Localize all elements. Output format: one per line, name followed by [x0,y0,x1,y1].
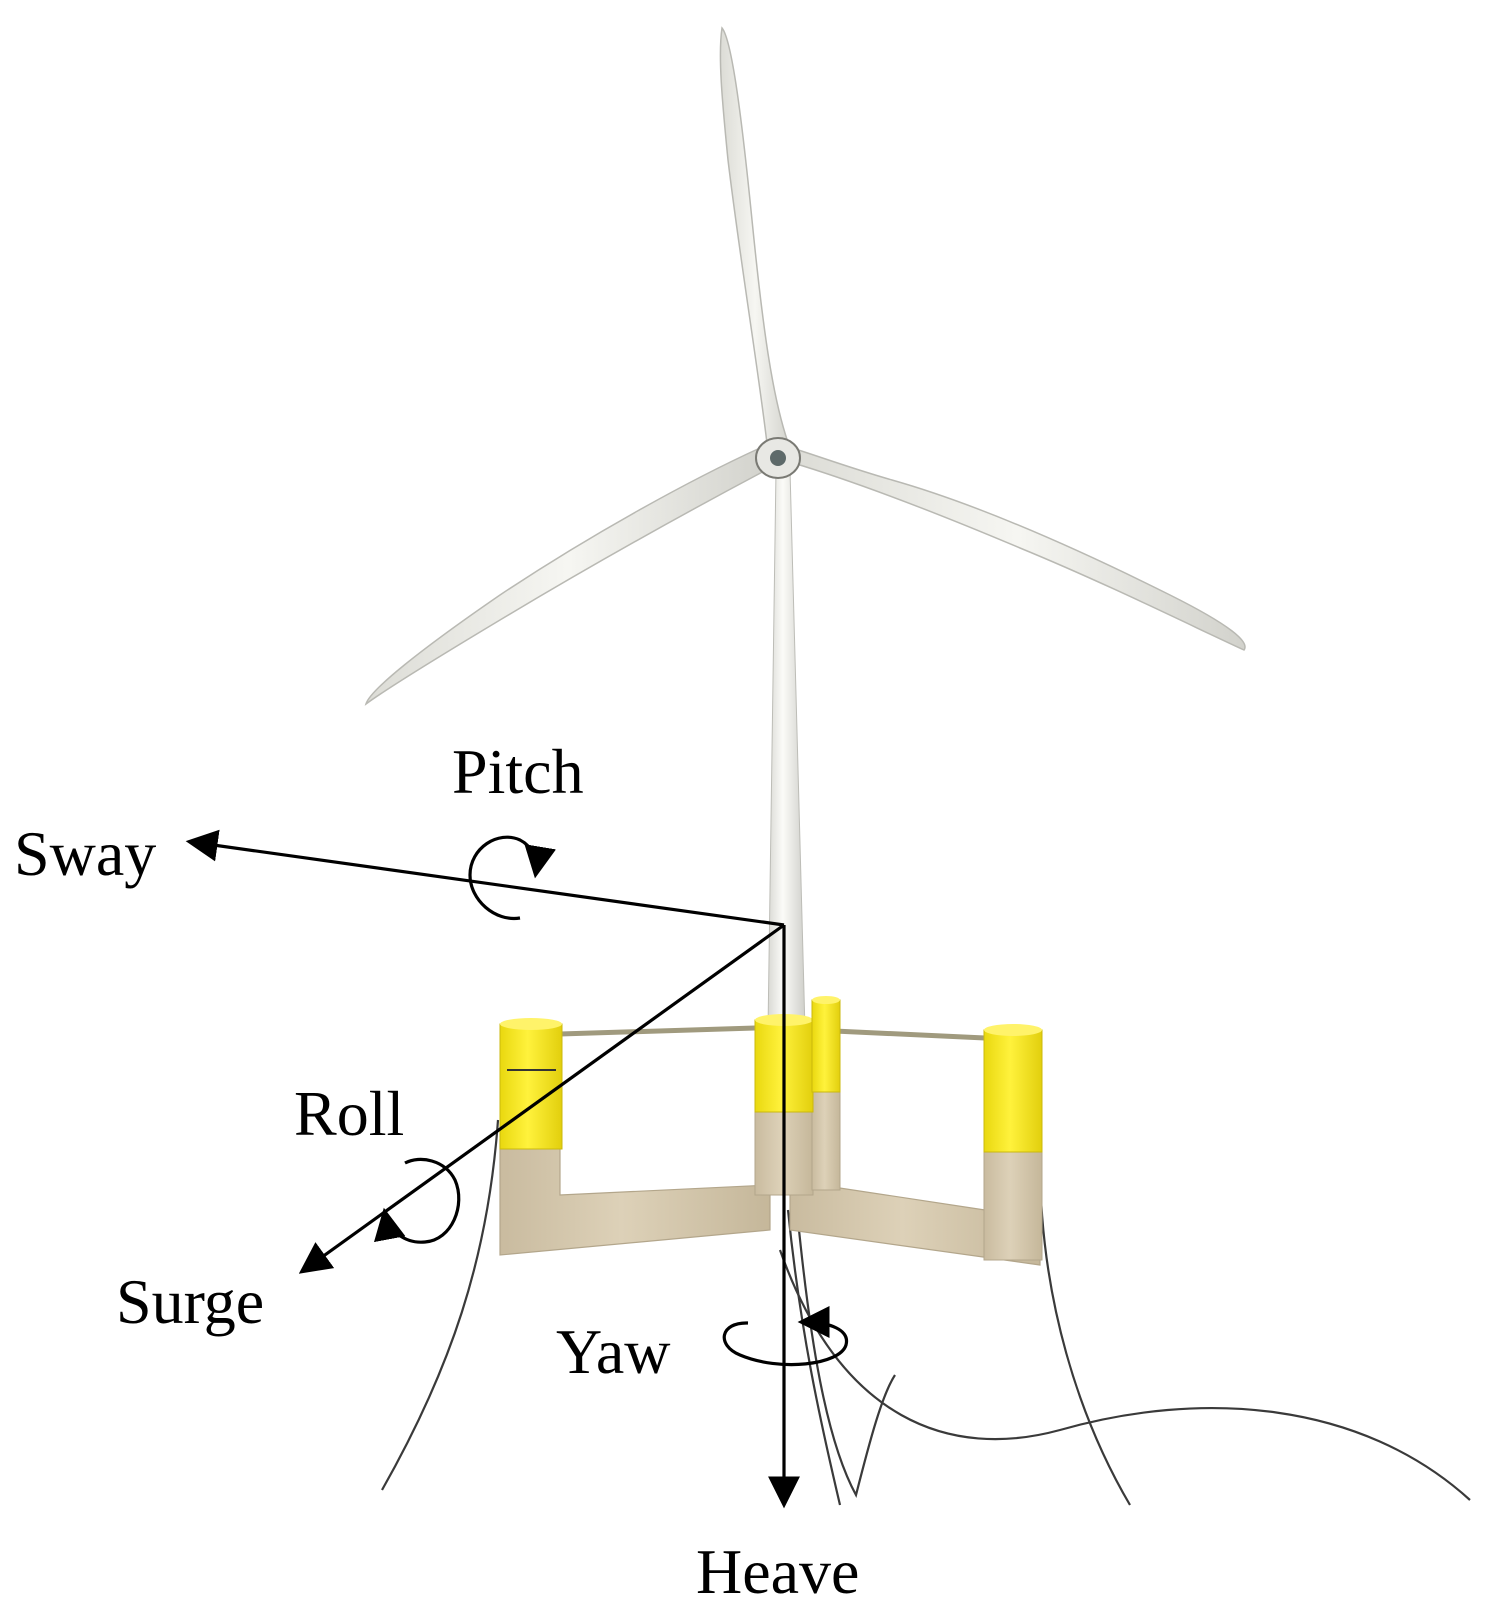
rotation-arrows [374,835,849,1367]
rotor [364,26,1246,706]
sway-label: Sway [14,818,157,889]
rear-column-top [812,996,840,1004]
floating-platform [499,996,1043,1266]
blade-right [789,447,1246,651]
rear-column-upper [811,999,841,1093]
mooring-line-right [1038,1159,1131,1506]
yaw-label: Yaw [556,1316,671,1387]
mooring-line-right-low [778,1249,1471,1501]
bracing-rods [559,1025,986,1041]
pontoon-left [499,1139,771,1256]
rear-column-lower [811,1089,841,1191]
right-column-upper [983,1029,1043,1153]
left-column-top [500,1018,562,1030]
heave-label: Heave [696,1536,860,1607]
tower [767,469,806,1031]
pitch-rotation-arrow [468,835,556,921]
blade-top [719,26,792,453]
pitch-label: Pitch [452,736,584,807]
mooring-line-center-b [796,1219,896,1498]
mooring-line-center-a [786,1209,842,1506]
hub-center [770,450,786,466]
mooring-line-left [381,1119,500,1491]
roll-rotation-arrow [374,1157,461,1244]
yaw-rotation-arrow [722,1306,849,1367]
right-column-lower [983,1149,1043,1261]
left-column-upper [499,1023,563,1150]
right-column-top [984,1024,1042,1036]
surge-label: Surge [116,1266,265,1337]
blade-left [364,447,771,706]
sway-axis [185,829,785,927]
roll-label: Roll [294,1078,405,1149]
dof-axes [185,829,800,1509]
